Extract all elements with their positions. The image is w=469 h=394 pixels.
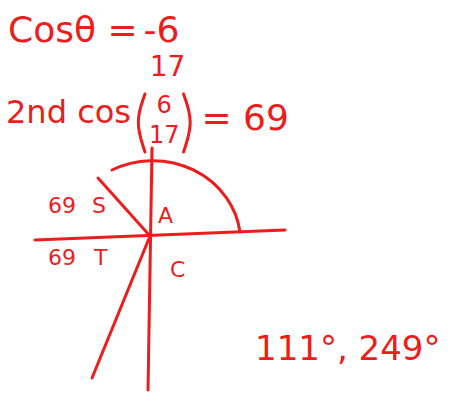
result-text: = 69 xyxy=(202,98,289,138)
angle-arc xyxy=(112,161,240,232)
angle-value: 69 xyxy=(48,194,76,218)
denominator: 17 xyxy=(150,52,186,83)
quadrant-letter: S xyxy=(92,194,106,218)
quadrant-letter: C xyxy=(170,258,185,282)
third-quadrant-ray xyxy=(92,236,150,378)
open-paren xyxy=(138,94,145,152)
angle-value: 69 xyxy=(48,246,76,270)
answer-text: 111°, 249° xyxy=(255,330,440,367)
numerator: -6 xyxy=(144,10,180,50)
close-paren xyxy=(184,94,191,152)
x-axis xyxy=(35,230,285,240)
denominator: 17 xyxy=(149,122,180,148)
calculator-step: 2nd cos xyxy=(6,95,131,130)
quadrant-letter: T xyxy=(94,246,107,270)
quadrant-letter: A xyxy=(158,204,173,228)
equation-text: Cosθ = xyxy=(8,10,138,50)
y-axis xyxy=(148,148,152,390)
numerator: 6 xyxy=(157,92,172,118)
